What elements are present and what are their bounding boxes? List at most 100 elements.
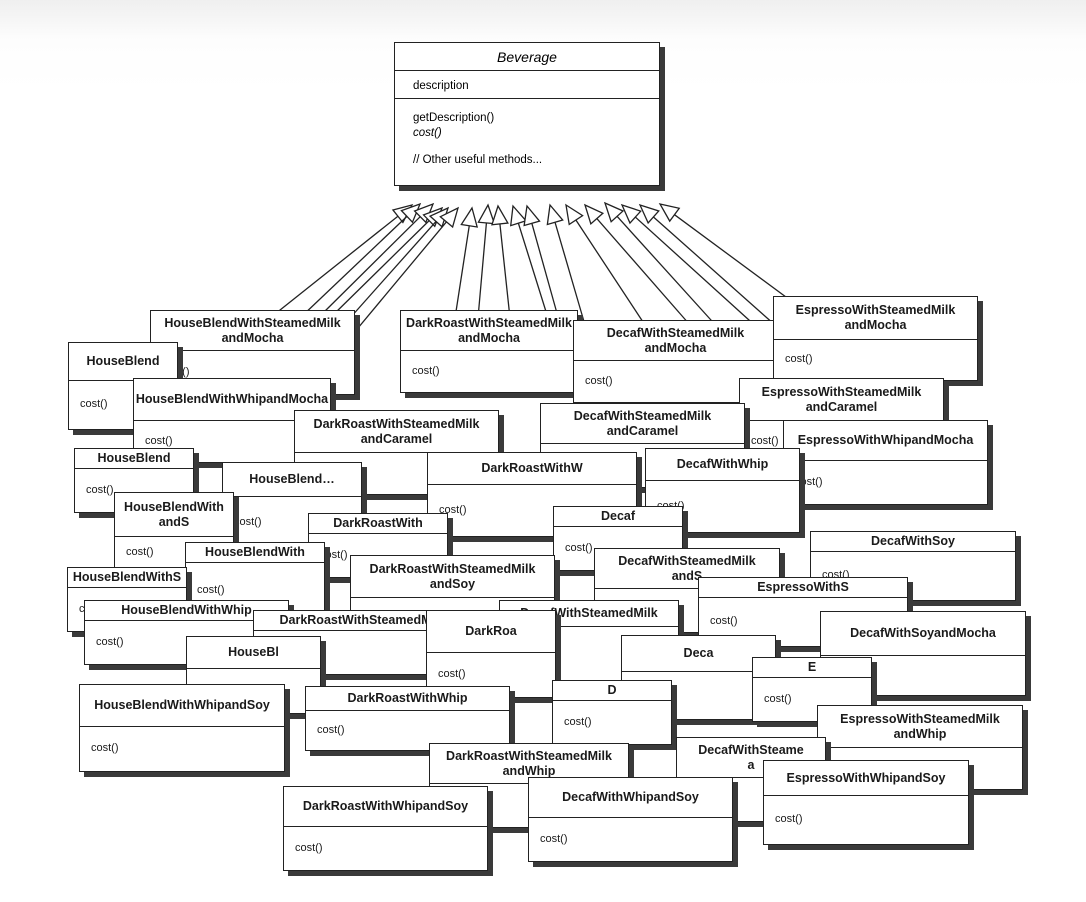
cost-method: cost() (795, 476, 823, 488)
cost-method: cost() (126, 546, 154, 558)
class-name: EspressoWithWhipandMocha (784, 421, 987, 461)
class-name-wrap: HouseBlendWithWhipandMocha (136, 392, 328, 407)
class-name-line: andCaramel (805, 399, 878, 414)
cost-method: cost() (785, 353, 813, 365)
inheritance-line (454, 225, 470, 319)
class-name: HouseBlend (69, 343, 177, 381)
inheritance-arrowhead (620, 203, 642, 225)
cost-method: cost() (710, 615, 738, 627)
cost-method: cost() (86, 484, 114, 496)
class-name-wrap: Decaf (601, 509, 635, 524)
class-name-wrap: DecafWithWhipandSoy (562, 790, 699, 805)
class-name: Deca (622, 636, 775, 672)
class-name-wrap: DecafWithSoy (871, 534, 955, 549)
class-name: HouseBlendWithWhip (85, 601, 288, 621)
class-name: HouseBlendWithS (68, 568, 186, 588)
class-name-wrap: HouseBlendWith (205, 545, 305, 560)
inheritance-line (674, 214, 791, 301)
class-name-line: DecafWithSoyandMocha (850, 626, 996, 640)
class-name-line: DarkRoastWithWhip (347, 691, 468, 705)
class-name-line: andWhip (502, 763, 556, 778)
class-name-wrap: EspressoWithWhipandSoy (787, 771, 946, 786)
inheritance-line (616, 215, 721, 331)
class-name-line: HouseBlendWithWhipandMocha (135, 392, 329, 406)
inheritance-line (329, 220, 430, 319)
inheritance-arrowhead (583, 203, 605, 225)
inheritance-arrowhead (509, 204, 528, 227)
class-name-line: D (607, 683, 617, 697)
class-name-line: E (807, 660, 817, 674)
inheritance-line (477, 222, 488, 319)
class-name-line: HouseBlendWith (124, 499, 224, 514)
inheritance-arrowhead (491, 204, 509, 226)
class-name-line: HouseBlend… (249, 472, 335, 486)
inheritance-arrowhead (638, 203, 660, 225)
class-name-line: HouseBlendWithWhip (121, 603, 252, 617)
class-name-line: EspressoWithSteamedMilk (840, 711, 1000, 726)
class-name: HouseBlendWithWhipandMocha (134, 379, 330, 421)
class-name-line: andS (671, 568, 703, 583)
class-name-line: andMocha (644, 340, 707, 355)
class-name-line: DarkRoastWithW (481, 461, 583, 475)
class-name-line: andS (158, 514, 190, 529)
class-name-wrap: HouseBl (228, 645, 279, 660)
inheritance-line (317, 216, 421, 319)
class-name-line: EspressoWithWhipandMocha (797, 433, 974, 447)
cost-method: cost() (320, 549, 348, 561)
class-name: DecafWithWhipandSoy (529, 778, 732, 818)
class-name-wrap: DarkRoastWith (333, 516, 422, 531)
class-name-wrap: HouseBlend (98, 451, 171, 466)
class-name-line: HouseBl (228, 645, 279, 659)
inheritance-arrowhead (460, 206, 479, 228)
inheritance-line (349, 221, 437, 319)
class-name-line: DarkRoastWithSteamedMilk (446, 748, 612, 763)
class-name-wrap: Deca (684, 646, 714, 661)
inheritance-arrowhead (603, 201, 625, 223)
class-name-line: Decaf (600, 509, 636, 523)
cost-method: cost() (412, 365, 440, 377)
class-name: DecafWithSoyandMocha (821, 612, 1025, 656)
class-name: HouseBlendWithWhipandSoy (80, 685, 284, 727)
inheritance-line (575, 219, 646, 326)
class-name-line: EspressoWithS (757, 580, 849, 594)
class-name-line: andWhip (893, 726, 947, 741)
inheritance-arrowhead (546, 203, 564, 226)
inheritance-arrowhead (439, 206, 460, 229)
class-name-line: DecafWithWhip (676, 457, 769, 471)
class-name-line: Deca (683, 646, 714, 660)
class-name-wrap: EspressoWithS (757, 580, 849, 595)
cost-method: cost() (775, 813, 803, 825)
class-name-wrap: DarkRoastWithWhipandSoy (303, 799, 468, 814)
class-name: HouseBl (187, 637, 320, 669)
class-name-line: EspressoWithSteamedMilk (761, 384, 922, 399)
class-name-wrap: DecafWithSoyandMocha (850, 626, 996, 641)
cost-method: cost() (145, 435, 173, 447)
class-box-houseblendwithwhipandsoy: HouseBlendWithWhipandSoy cost() (79, 684, 285, 772)
cost-method: cost() (80, 398, 108, 410)
cost-method: cost() (91, 742, 119, 754)
class-name-wrap: HouseBlendWithWhipandSoy (94, 698, 270, 713)
class-name-line: DarkRoastWith (333, 516, 423, 530)
